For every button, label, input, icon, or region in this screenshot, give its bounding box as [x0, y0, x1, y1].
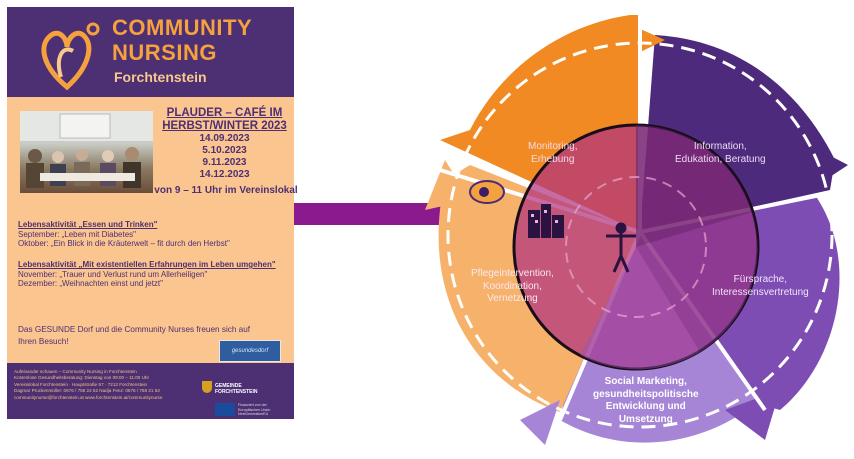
cafe-info: PLAUDER – CAFÉ IM HERBST/WINTER 2023 14.… — [154, 107, 297, 196]
community-nursing-cycle-diagram — [425, 12, 848, 445]
topic-2-heading: Lebensaktivität „Mit existentiellen Erfa… — [18, 260, 276, 269]
brand-line-1: COMMUNITY — [112, 15, 253, 40]
people-at-table-icon — [20, 111, 153, 188]
segment-label-pflegeintervention: Pflegeintervention,Koordination,Vernetzu… — [471, 268, 554, 304]
cafe-date: 14.09.2023 — [199, 133, 250, 144]
care-emblem-icon — [469, 180, 505, 204]
segment-label-monitoring: Monitoring,Erhebung — [528, 141, 578, 165]
cafe-date: 5.10.2023 — [202, 145, 247, 156]
closing-line-1: Das GESUNDE Dorf und die Community Nurse… — [18, 325, 251, 334]
cafe-title-line-1: PLAUDER – CAFÉ IM — [166, 107, 283, 119]
topic-2-line: Dezember: „Weihnachten einst und jetzt" — [18, 279, 163, 288]
building-icon — [528, 204, 564, 238]
person-icon — [606, 222, 636, 273]
brand-line-2: NURSING — [112, 40, 217, 65]
topic-1-heading: Lebensaktivität „Essen und Trinken" — [18, 220, 158, 229]
arrow-tip-icon — [800, 140, 848, 190]
gemeinde-logo: GEMEINDE FORCHTENSTEIN — [215, 383, 258, 395]
brand-line-3: Forchtenstein — [114, 69, 207, 85]
cafe-photo — [20, 111, 153, 193]
eu-funding-text: Finanziert von der Europäischen Union Ne… — [238, 403, 271, 416]
closing-line-2: Ihren Besuch! — [18, 337, 69, 346]
topic-1-line: September: „Leben mit Diabetes" — [18, 230, 137, 239]
cafe-title-line-2: HERBST/WINTER 2023 — [162, 120, 287, 132]
segment-label-information: Information,Edukation, Beratung — [675, 141, 766, 165]
arrow-tip-icon — [620, 20, 665, 62]
topic-1-line: Oktober: „Ein Blick in die Kräuterwelt –… — [18, 239, 230, 248]
flyer-header: COMMUNITY NURSING Forchtenstein — [7, 7, 294, 97]
arrow-tip-icon — [520, 400, 560, 445]
heart-logo-icon — [41, 22, 100, 91]
footer-text: Aufeinander schauen – Community Nursing … — [14, 369, 163, 400]
flyer-footer: Aufeinander schauen – Community Nursing … — [7, 363, 294, 419]
arrow-tip-icon — [725, 390, 780, 440]
cafe-date: 14.12.2023 — [199, 169, 250, 180]
segment-label-fuersprache: Fürsprache,Interessensvertretung — [712, 274, 809, 298]
community-nursing-flyer: COMMUNITY NURSING Forchtenstein PLAUDER … — [7, 7, 298, 419]
crest-icon — [202, 381, 212, 393]
arrow-tip-icon — [425, 160, 470, 210]
cafe-time: von 9 – 11 Uhr im Vereinslokal — [154, 185, 298, 196]
gesundes-dorf-logo: gesundesdorf — [219, 340, 281, 362]
cafe-date: 9.11.2023 — [202, 157, 247, 168]
topic-2-line: November: „Trauer und Verlust rund um Al… — [18, 270, 208, 279]
eu-flag-icon — [215, 403, 235, 416]
